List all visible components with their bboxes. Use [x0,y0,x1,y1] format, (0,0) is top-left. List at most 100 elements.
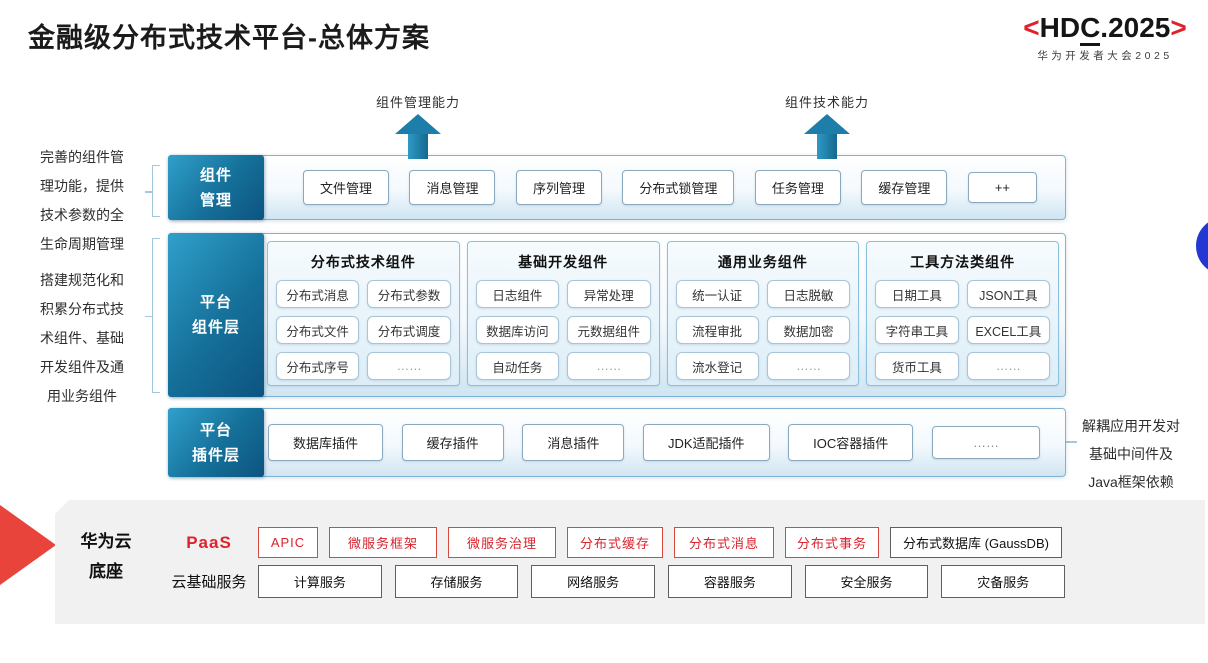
row-label-platform-plugins: 平台 插件层 [168,408,264,477]
group-title: 通用业务组件 [717,254,808,270]
iaas-service: 网络服务 [531,565,656,598]
component-item: 日期工具 [875,280,959,308]
component-item: 分布式文件 [276,316,360,344]
capability-management: 组件管理能力 [353,92,483,159]
plugin-item: IOC容器插件 [788,424,914,461]
group-grid: 统一认证 日志脱敏 流程审批 数据加密 流水登记 …… [675,280,851,380]
iaas-service: 灾备服务 [941,565,1066,598]
component-item: 分布式参数 [367,280,451,308]
up-arrow-icon [395,114,441,134]
tick-row3 [1066,441,1077,443]
iaas-service: 容器服务 [668,565,792,598]
component-groups: 分布式技术组件 分布式消息 分布式参数 分布式文件 分布式调度 分布式序号 ……… [263,234,1065,396]
component-item: 异常处理 [567,280,651,308]
component-item: JSON工具 [966,280,1050,308]
component-item: 分布式序号 [276,352,360,380]
paas-services: APIC 微服务框架 微服务治理 分布式缓存 分布式消息 分布式事务 分布式数据… [258,527,1065,558]
iaas-service: 存储服务 [394,565,519,598]
iaas-service: 计算服务 [258,565,382,598]
bracket-row2 [145,238,160,393]
row-label-component-management: 组件 管理 [168,155,264,220]
component-item: 货币工具 [875,352,959,380]
capability-technical: 组件技术能力 [762,92,892,159]
huawei-cloud-foundation [55,500,1205,624]
group-grid: 日期工具 JSON工具 字符串工具 EXCEL工具 货币工具 …… [875,280,1050,380]
logo-year: .2025 [1100,12,1171,43]
group-title: 分布式技术组件 [310,254,416,270]
hdc-logo: <HDC.2025> 华为开发者大会2025 [1010,12,1200,63]
component-item: 日志组件 [475,280,560,308]
blue-circle-decoration [1196,217,1208,275]
component-item-ellipsis: …… [367,352,451,380]
mgmt-item: 文件管理 [303,170,390,205]
component-item: 分布式调度 [367,316,451,344]
plugin-item-ellipsis: …… [931,426,1040,459]
plugin-item: 缓存插件 [401,424,504,461]
component-item: 流水登记 [675,352,759,380]
component-item: 日志脱敏 [766,280,851,308]
component-item: 数据库访问 [475,316,560,344]
paas-service: 分布式事务 [785,527,879,558]
row-component-management: 组件 管理 文件管理 消息管理 序列管理 分布式锁管理 任务管理 缓存管理 ++ [168,155,1066,220]
right-note-decoupling: 解耦应用开发对基础中间件及Java框架依赖 [1082,418,1180,490]
paas-label: PaaS [186,532,232,552]
mgmt-item: 消息管理 [409,170,496,205]
left-note-component-mgmt: 完善的组件管理功能，提供技术参数的全生命周期管理 [40,149,124,252]
iaas-row: 云基础服务 计算服务 存储服务 网络服务 容器服务 安全服务 灾备服务 [160,565,1066,598]
capability-management-label: 组件管理能力 [375,95,460,110]
component-item: 字符串工具 [875,316,959,344]
hdc-logo-subtitle: 华为开发者大会2025 [1037,50,1173,62]
group-utility-tools: 工具方法类组件 日期工具 JSON工具 字符串工具 EXCEL工具 货币工具 …… [866,241,1059,386]
mgmt-item-plus: ++ [967,172,1037,203]
group-title: 基础开发组件 [518,254,609,270]
plugin-item: JDK适配插件 [642,424,770,461]
group-distributed-tech: 分布式技术组件 分布式消息 分布式参数 分布式文件 分布式调度 分布式序号 …… [267,241,460,386]
component-item-ellipsis: …… [567,352,651,380]
paas-service: 微服务框架 [329,527,437,558]
paas-row: PaaS APIC 微服务框架 微服务治理 分布式缓存 分布式消息 分布式事务 … [160,527,1065,558]
plugin-item: 消息插件 [522,424,625,461]
mgmt-item: 序列管理 [515,170,602,205]
iaas-label: 云基础服务 [171,574,247,591]
up-arrow-stem [817,134,837,159]
group-common-business: 通用业务组件 统一认证 日志脱敏 流程审批 数据加密 流水登记 …… [666,241,860,386]
component-item: 元数据组件 [567,316,651,344]
red-arrow-icon [0,505,56,585]
component-management-items: 文件管理 消息管理 序列管理 分布式锁管理 任务管理 缓存管理 ++ [263,156,1065,219]
iaas-service: 安全服务 [804,565,929,598]
page-title: 金融级分布式技术平台-总体方案 [28,23,430,53]
component-item-ellipsis: …… [766,352,851,380]
capability-technical-label: 组件技术能力 [784,95,869,110]
mgmt-item: 缓存管理 [861,170,948,205]
group-grid: 分布式消息 分布式参数 分布式文件 分布式调度 分布式序号 …… [276,280,451,380]
component-item: EXCEL工具 [966,316,1050,344]
bracket-row1 [145,165,160,217]
paas-service: APIC [258,527,318,558]
component-item: 统一认证 [675,280,759,308]
left-note-components: 搭建规范化和积累分布式技术组件、基础开发组件及通用业务组件 [40,272,124,404]
component-item: 自动任务 [475,352,560,380]
component-item: 数据加密 [766,316,851,344]
up-arrow-icon [804,114,850,134]
logo-c-underlined: C [1080,12,1101,46]
group-grid: 日志组件 异常处理 数据库访问 元数据组件 自动任务 …… [475,280,651,380]
paas-service: 微服务治理 [448,527,556,558]
group-basic-dev: 基础开发组件 日志组件 异常处理 数据库访问 元数据组件 自动任务 …… [466,241,660,386]
component-item: 流程审批 [675,316,759,344]
component-item-ellipsis: …… [966,352,1050,380]
row-label-platform-components: 平台 组件层 [168,233,264,397]
logo-close-bracket: > [1170,12,1187,43]
plugin-items: 数据库插件 缓存插件 消息插件 JDK适配插件 IOC容器插件 …… [263,409,1065,476]
paas-service: 分布式缓存 [567,527,663,558]
hdc-logo-text: <HDC.2025> [1010,12,1200,46]
mgmt-item: 任务管理 [754,170,841,205]
logo-open-bracket: < [1023,12,1040,43]
plugin-item: 数据库插件 [268,424,384,461]
group-title: 工具方法类组件 [910,254,1016,270]
component-item: 分布式消息 [276,280,360,308]
row-platform-plugins: 平台 插件层 数据库插件 缓存插件 消息插件 JDK适配插件 IOC容器插件 …… [168,408,1066,477]
iaas-services: 计算服务 存储服务 网络服务 容器服务 安全服务 灾备服务 [258,565,1066,598]
mgmt-item: 分布式锁管理 [622,170,735,205]
foundation-label: 华为云 底座 [80,532,132,581]
